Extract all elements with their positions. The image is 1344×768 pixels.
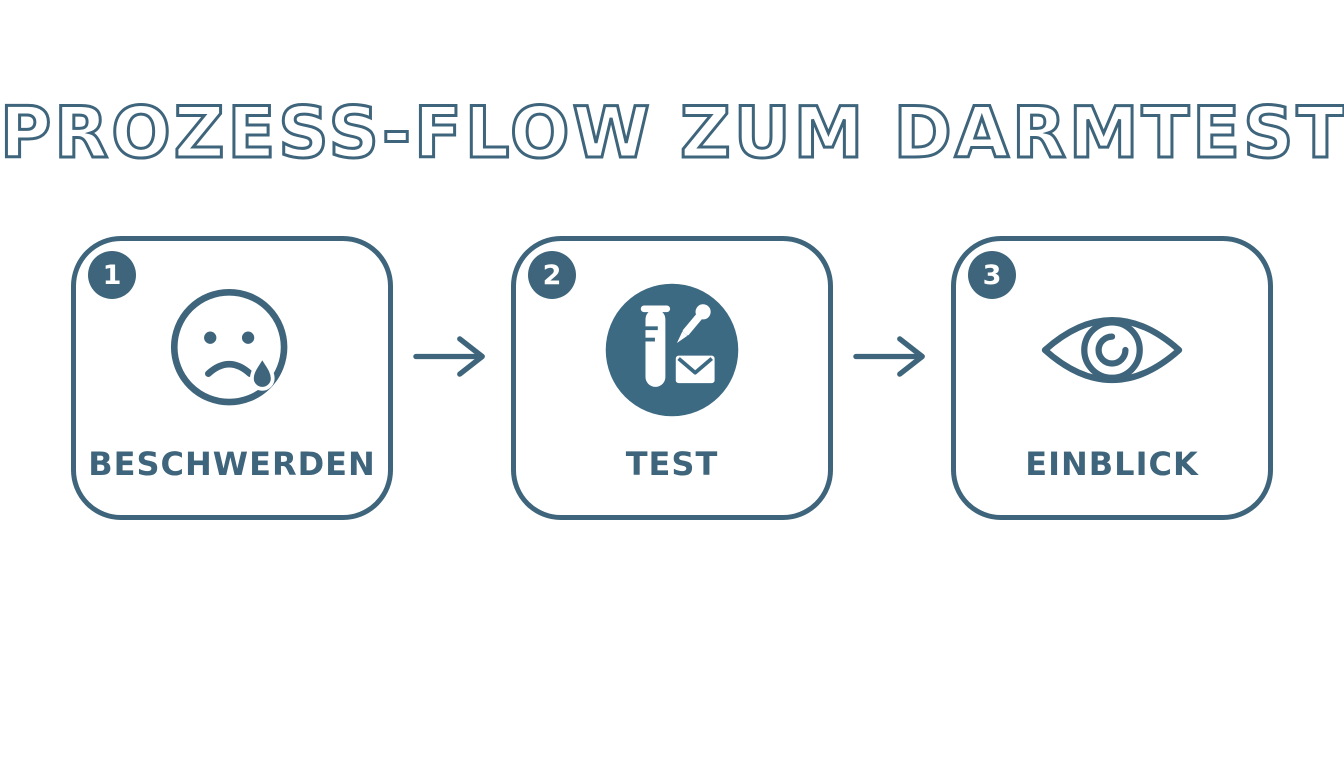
step-number-badge: 3 bbox=[968, 251, 1016, 299]
step-number-badge: 2 bbox=[528, 251, 576, 299]
step-label: EINBLICK bbox=[1025, 445, 1199, 483]
step-label: BESCHWERDEN bbox=[88, 445, 376, 483]
step-label: TEST bbox=[625, 445, 719, 483]
process-flow: 1 BESCHWERDEN 2 bbox=[0, 236, 1344, 520]
page-title: PROZESS-FLOW ZUM DARMTEST bbox=[0, 91, 1344, 176]
step-card-beschwerden: 1 BESCHWERDEN bbox=[71, 236, 393, 520]
arrow-right-icon bbox=[853, 334, 931, 379]
step-card-einblick: 3 EINBLICK bbox=[951, 236, 1273, 520]
sad-face-tear-icon bbox=[161, 241, 303, 445]
arrow-right-icon bbox=[413, 334, 491, 379]
eye-icon bbox=[1036, 241, 1188, 445]
testtube-dropper-envelope-icon bbox=[601, 241, 743, 445]
step-number-badge: 1 bbox=[88, 251, 136, 299]
infographic-page: PROZESS-FLOW ZUM DARMTEST 1 BESCHWERDEN bbox=[0, 91, 1344, 768]
step-card-test: 2 bbox=[511, 236, 833, 520]
